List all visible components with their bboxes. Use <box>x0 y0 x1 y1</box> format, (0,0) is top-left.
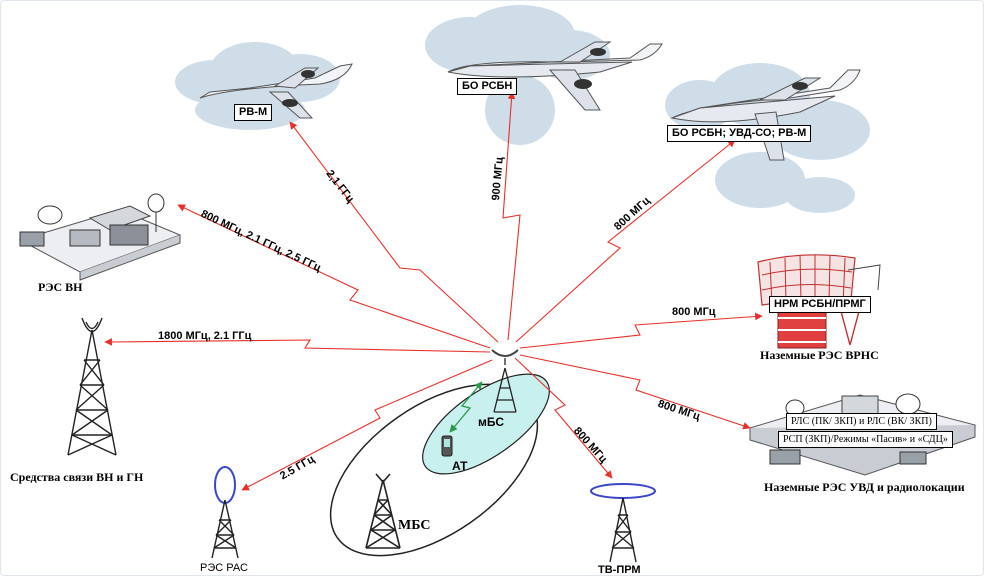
link-center-aircraft <box>502 91 521 341</box>
aircraft-left <box>199 63 353 119</box>
link-res-vn <box>177 204 491 349</box>
freq-vrns: 800 МГц <box>672 306 716 318</box>
link-right-aircraft <box>515 139 736 343</box>
aircraft-left-label: РВ-М <box>234 104 273 121</box>
vrns-box: НРМ РСБН/ПРМГ <box>769 296 871 313</box>
uvd-label: Наземные РЭС УВД и радиолокации <box>764 480 965 494</box>
tv-tower <box>590 483 656 563</box>
freq-comm-towers: 1800 МГц, 2.1 ГГц <box>158 330 252 342</box>
res-vn-label: РЭС ВН <box>38 280 83 294</box>
comm-towers-label: Средства связи ВН и ГН <box>10 470 144 484</box>
link-res-ras <box>241 359 493 491</box>
link-comm-towers <box>104 338 491 353</box>
comm-tower <box>67 317 117 456</box>
mbs-label: мБС <box>478 415 505 429</box>
link-uvd <box>519 354 751 430</box>
aircraft-center-label: БО РСБН <box>457 78 518 95</box>
mbs-tower <box>493 367 517 413</box>
green-link <box>449 381 483 433</box>
aircraft-right-label: БО РСБН; УВД-СО; РВ-М <box>667 125 812 142</box>
ras-tower <box>211 466 239 559</box>
res-vn-station <box>18 193 182 281</box>
hub-dish <box>491 349 519 365</box>
vrns-label: Наземные РЭС ВРНС <box>760 348 879 362</box>
uvd-box-1: РЛС (ПК/ ЗКП) и РЛС (ВК/ ЗКП) <box>786 413 937 430</box>
res-ras-label: РЭС РАС <box>200 562 248 574</box>
at-label: АТ <box>452 459 468 473</box>
radio-links <box>104 91 763 491</box>
link-left-aircraft <box>289 121 499 343</box>
terminal-icon <box>441 435 453 457</box>
MBS-tower <box>365 473 401 549</box>
tv-label: ТВ-ПРМ <box>598 564 641 576</box>
aircraft-center <box>447 41 663 111</box>
link-vrns <box>519 312 763 349</box>
MBS-label: МБС <box>398 518 431 533</box>
uvd-box-2: РСП (ЗКП)/Режимы «Пасив» и «СДЦ» <box>778 431 953 448</box>
link-tv <box>514 357 613 479</box>
